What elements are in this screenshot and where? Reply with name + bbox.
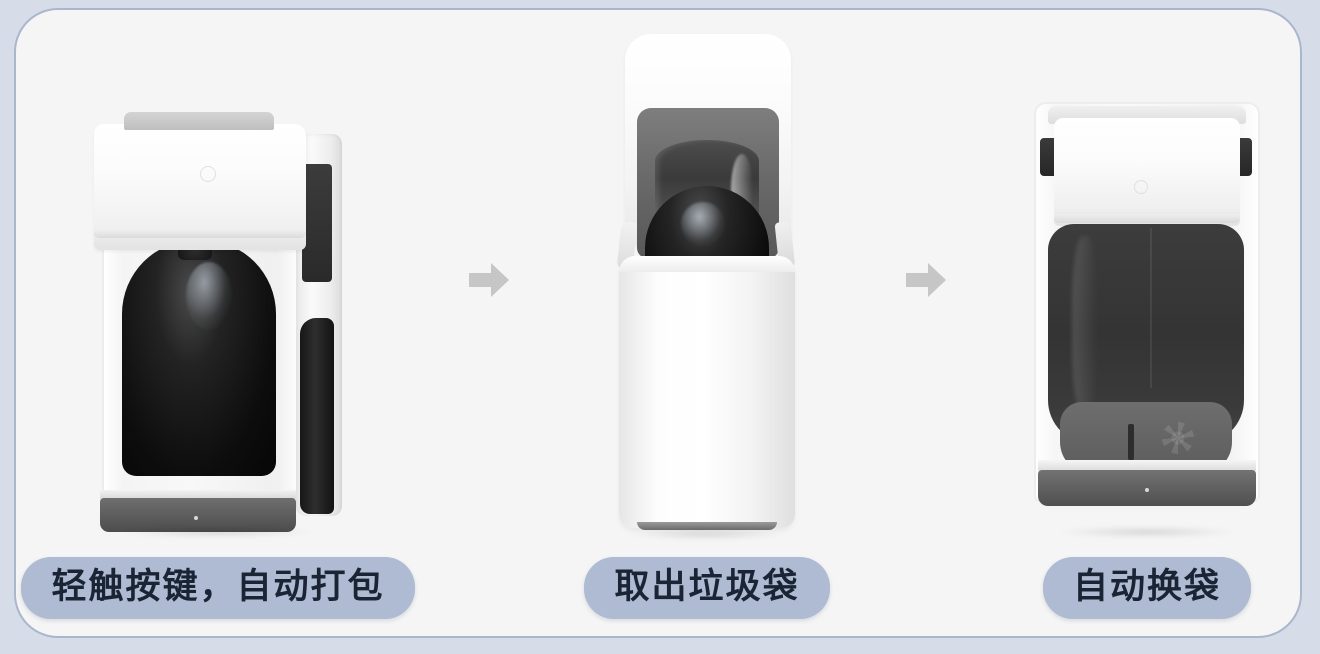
base-indicator-dot — [194, 516, 198, 520]
sensor-icon — [1134, 180, 1148, 194]
lid-seam — [94, 230, 306, 238]
bag-roll-black-sleeve — [300, 318, 334, 514]
arrow-cell-2 — [878, 10, 974, 636]
contact-shadow — [629, 528, 785, 540]
step-2-caption-row: 取出垃圾袋 — [584, 540, 830, 636]
step-2-caption-pill: 取出垃圾袋 — [584, 556, 830, 620]
cartridge-slot — [1128, 424, 1134, 460]
step-3: 自动换袋 — [994, 10, 1300, 636]
bag-roll-dark-band — [302, 164, 332, 282]
step-1-image — [16, 10, 420, 540]
barrel-rim — [619, 256, 795, 272]
white-lid-housing — [1054, 118, 1240, 226]
sensor-icon — [200, 166, 216, 182]
product-image-new-bag-roll — [1034, 102, 1260, 538]
base-trim — [100, 490, 296, 499]
contact-shadow — [1058, 526, 1236, 538]
step-1-caption-pill: 轻触按键，自动打包 — [21, 556, 415, 620]
white-lid-housing — [94, 124, 306, 250]
lid-seam — [1054, 214, 1240, 223]
product-image-lid-open — [607, 34, 807, 540]
arrow-cell-1 — [441, 10, 537, 636]
right-arrow-icon — [468, 263, 509, 297]
step-2-image — [557, 10, 857, 540]
white-barrel-body — [619, 256, 795, 528]
fan-icon — [1162, 422, 1194, 454]
barrel-foot — [637, 522, 777, 530]
step-3-caption-row: 自动换袋 — [1042, 540, 1251, 636]
bag-roll-seam — [1150, 228, 1152, 388]
base-trim — [1038, 460, 1256, 471]
step-2: 取出垃圾袋 — [557, 10, 857, 636]
contact-shadow — [121, 526, 315, 538]
product-image-sealed-bag — [94, 112, 342, 538]
bag-highlight — [681, 202, 725, 246]
step-1: 轻触按键，自动打包 — [16, 10, 420, 636]
steps-container: 轻触按键，自动打包 — [16, 10, 1300, 636]
right-arrow-icon — [905, 263, 946, 297]
content-card: 轻触按键，自动打包 — [14, 8, 1302, 638]
step-1-caption-row: 轻触按键，自动打包 — [21, 540, 415, 636]
step-3-caption-pill: 自动换袋 — [1042, 556, 1251, 620]
bag-highlight — [186, 262, 232, 330]
step-3-image — [994, 10, 1300, 540]
base-indicator-dot — [1145, 488, 1149, 492]
bin-base — [100, 498, 296, 532]
bag-roll-highlight — [1072, 236, 1098, 416]
top-lid-cover — [124, 112, 274, 130]
side-clip-left — [1040, 138, 1058, 176]
